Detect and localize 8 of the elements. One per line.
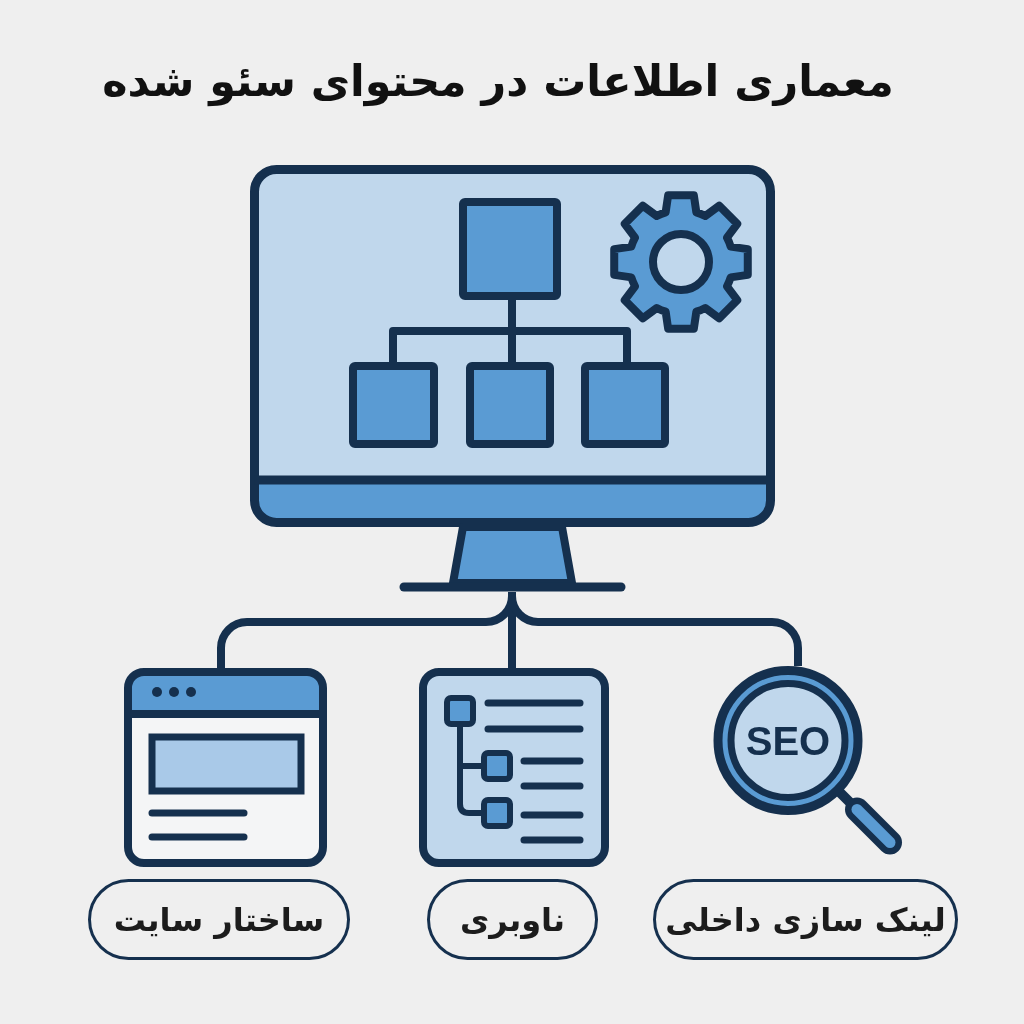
tree-list-icon bbox=[419, 668, 609, 867]
title: معماری اطلاعات در محتوای سئو شده bbox=[102, 55, 894, 109]
lens-text: SEO bbox=[745, 720, 831, 761]
browser-window-icon bbox=[124, 668, 327, 867]
monitor-illustration bbox=[250, 165, 775, 592]
topic-pill: ناوبری bbox=[427, 879, 598, 960]
topic-pill: ساختار سایت bbox=[88, 879, 350, 960]
topic-pill: لینک سازی داخلی bbox=[653, 879, 958, 960]
